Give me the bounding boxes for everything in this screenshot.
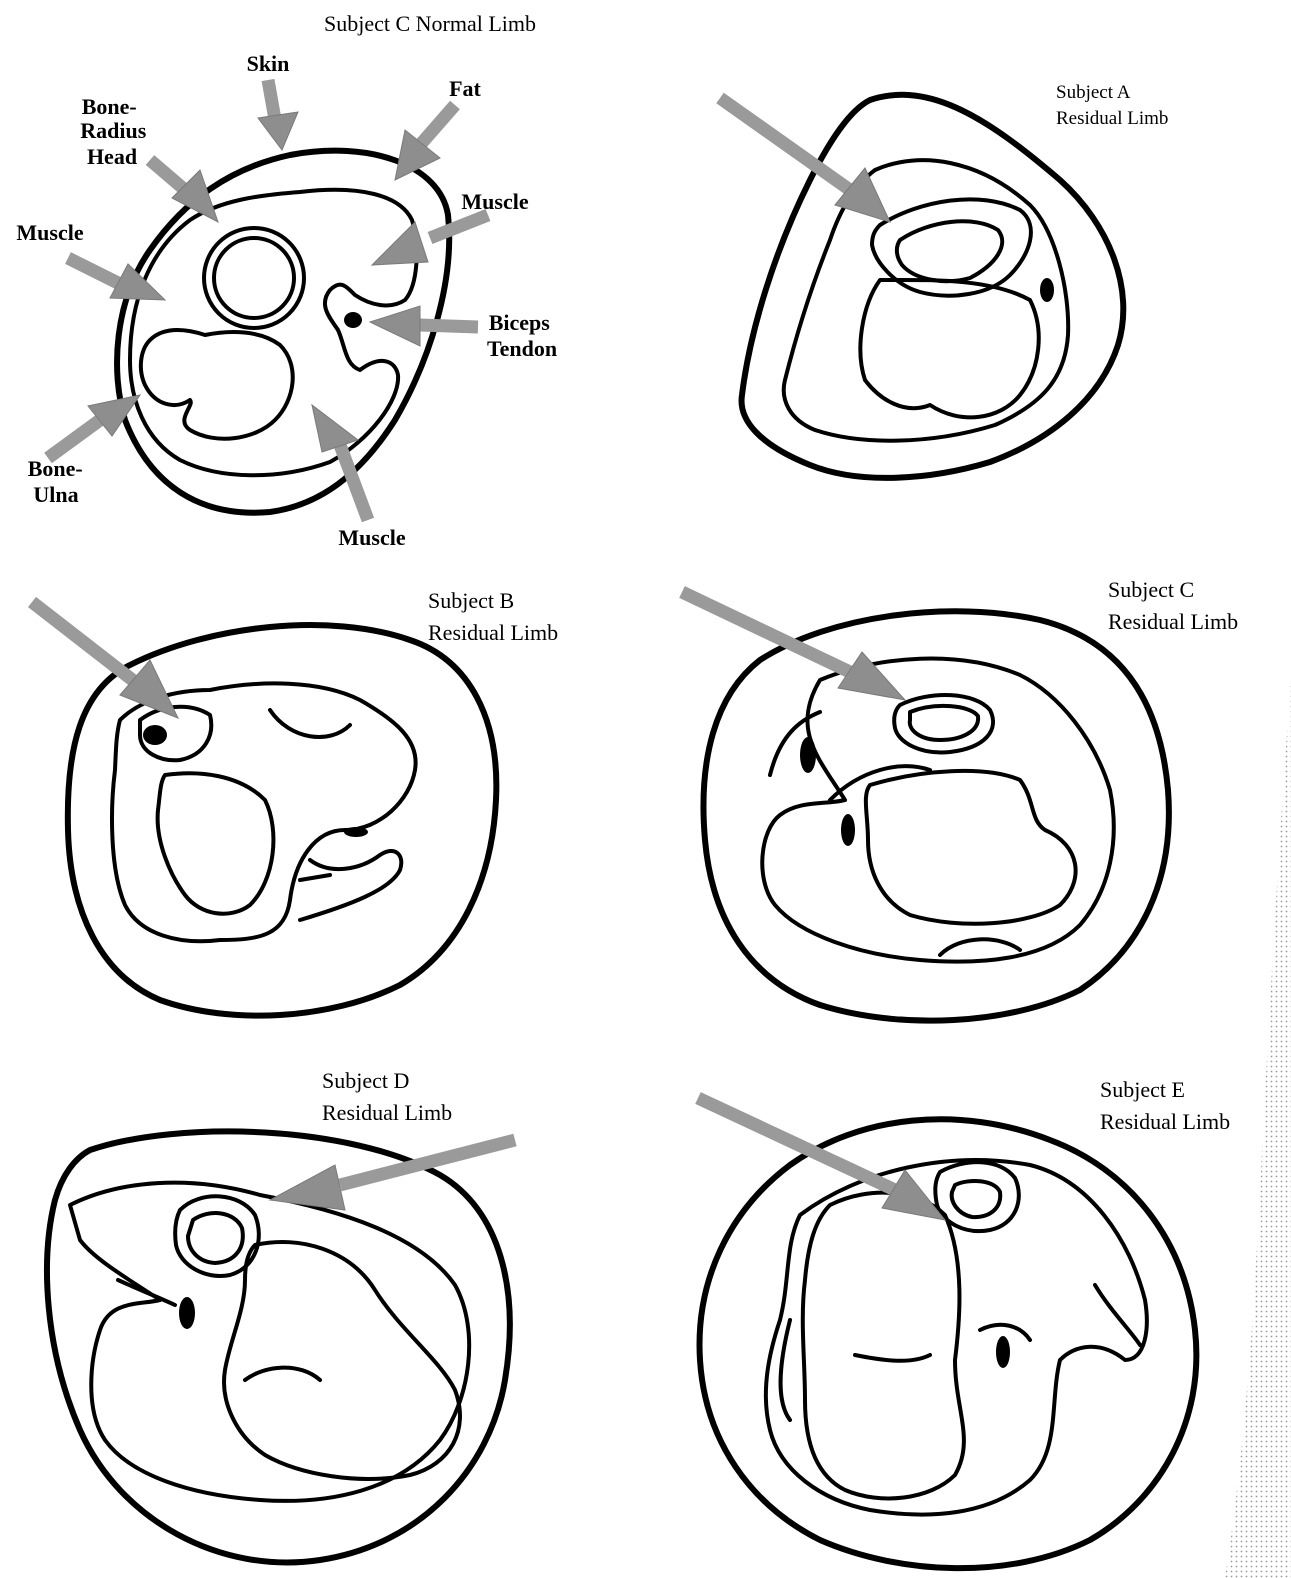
arrow-biceps-tendon [370,306,478,346]
label-muscle-right: Muscle [461,189,528,214]
residual-d-muscle [70,1183,469,1501]
panel-title-residual-c: Subject C Residual Limb [1108,577,1238,634]
residual-b-bone [158,773,274,913]
label-biceps-tendon: Biceps Tendon [487,310,557,361]
scan-edge-texture [1225,680,1291,1578]
arrow-residual-b [32,602,178,718]
radius-head-marrow [214,238,294,318]
residual-b-fascia [270,710,401,920]
residual-d-tendon [179,1297,195,1329]
residual-a-bone [860,280,1038,417]
residual-c-radius-inner [910,706,978,740]
panel-residual-limb-d: Subject D Residual Limb [47,1068,515,1562]
residual-d-radius-inner [188,1213,243,1263]
residual-d-bone [224,1242,460,1479]
panel-residual-limb-e: Subject E Residual Limb [698,1077,1230,1568]
arrow-residual-d [270,1140,515,1210]
residual-a-tendon [1040,278,1054,302]
arrow-residual-c [682,592,905,700]
panel-residual-limb-c: Subject C Residual Limb [682,577,1238,1021]
residual-a-radius-inner [897,221,1002,281]
arrow-muscle-right [372,215,488,265]
arrow-fat [395,105,455,180]
label-skin: Skin [247,51,290,76]
residual-e-tendon [996,1336,1010,1368]
residual-e-bone [803,1193,964,1499]
label-muscle-left: Muscle [16,220,83,245]
label-fat: Fat [449,76,481,101]
panel-residual-limb-a: Subject A Residual Limb [720,82,1168,478]
residual-c-vessel [841,814,855,846]
residual-b-vessel [344,827,368,837]
label-muscle-bottom: Muscle [338,525,405,550]
arrow-residual-a [720,98,890,222]
biceps-tendon [344,312,362,328]
panel-title-residual-a: Subject A Residual Limb [1056,82,1168,129]
radius-head-bone [204,228,304,328]
residual-c-bone [866,771,1076,924]
panel-title-normal-c: Subject C Normal Limb [324,11,536,36]
panel-residual-limb-b: Subject B Residual Limb [32,588,558,1016]
residual-a-muscle [784,160,1068,441]
residual-c-tendon [800,737,816,773]
panel-title-residual-d: Subject D Residual Limb [322,1068,452,1125]
label-radius-head: Bone- Radius Head [80,94,152,169]
residual-e-radius-inner [952,1181,1001,1217]
residual-d-fascia [118,1280,320,1380]
label-ulna: Bone- Ulna [28,456,89,507]
panel-title-residual-b: Subject B Residual Limb [428,588,558,645]
panel-title-residual-e: Subject E Residual Limb [1100,1077,1230,1134]
panel-normal-limb-c: Subject C Normal Limb [16,11,557,550]
residual-e-radius [935,1162,1019,1231]
ulna-bone [141,330,293,439]
arrow-skin [258,80,298,150]
residual-b-tendon [143,725,167,745]
